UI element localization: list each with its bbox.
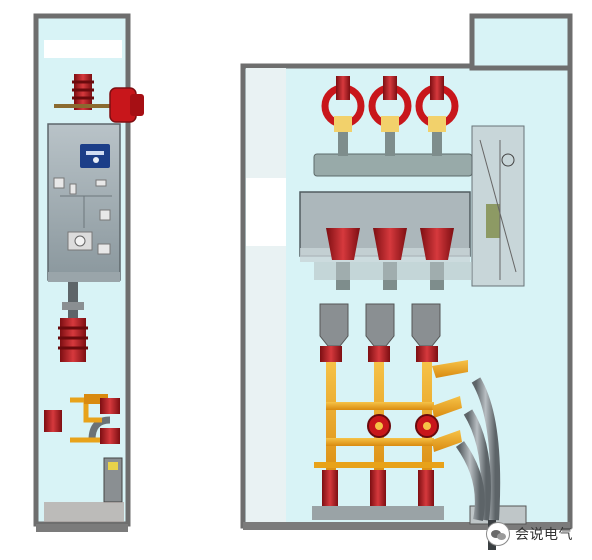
right-cabinet-side-window	[246, 178, 286, 246]
surge-arresters	[314, 462, 444, 506]
watermark: 会说电气	[486, 522, 573, 546]
left-bottom-cable-compartment	[44, 502, 124, 522]
cable-compartment	[455, 377, 527, 550]
upper-bushings	[321, 76, 459, 132]
interrupter-pole-c	[420, 228, 454, 260]
watermark-text: 会说电气	[515, 527, 573, 543]
left-breaker-unit	[47, 123, 121, 282]
right-cabinet	[240, 13, 573, 550]
upper-bushing-pole-a	[321, 76, 365, 132]
left-red-knob	[109, 87, 144, 123]
control-panel-blue	[80, 144, 110, 168]
left-cabinet-top-window	[44, 40, 122, 58]
lower-bushings	[320, 346, 438, 362]
interrupter-pole-a	[326, 228, 360, 260]
vacuum-interrupters	[326, 228, 454, 260]
upper-bushing-pole-b	[368, 76, 412, 132]
left-ct-block	[103, 457, 123, 503]
left-side-insulators	[44, 398, 120, 444]
upper-bushing-pole-c	[415, 76, 459, 132]
right-cabinet-top-box	[469, 13, 573, 71]
left-cabinet	[33, 13, 144, 540]
operating-mechanism	[471, 125, 525, 287]
left-lower-stem	[62, 282, 84, 318]
right-cabinet-base	[243, 522, 570, 530]
left-busbars	[70, 394, 108, 443]
left-top-bushing	[54, 74, 126, 110]
lower-contact-arms	[319, 303, 441, 347]
current-transformers	[367, 414, 439, 438]
right-bottom-mounting-plate	[312, 506, 444, 520]
right-cabinet-side-panel	[246, 68, 286, 523]
wechat-logo-icon	[486, 522, 510, 546]
interrupter-pole-b	[373, 228, 407, 260]
left-contact-box	[58, 318, 88, 362]
lower-stems	[314, 262, 472, 290]
